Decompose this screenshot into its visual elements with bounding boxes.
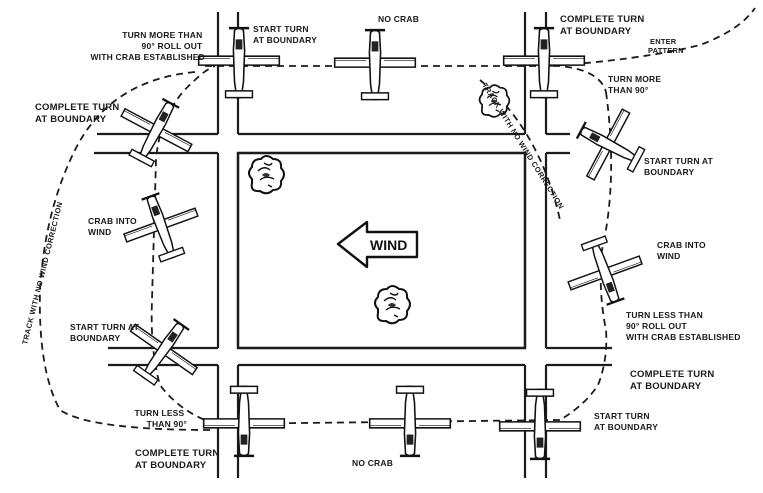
airplane-icon (556, 226, 653, 316)
tree-center-icon (374, 285, 411, 325)
label-enter-pattern: ENTER PATTERN (648, 37, 684, 55)
airplane-icon (502, 26, 586, 99)
label-left-start-turn: START TURN AT BOUNDARY (70, 322, 142, 343)
label-track-left: TRACK WITH NO WIND CORRECTION (20, 201, 64, 346)
label-bottom-complete-turn: COMPLETE TURN AT BOUNDARY (135, 448, 222, 471)
label-bl-turn-less: TURN LESS THAN 90° (134, 408, 187, 429)
tree-top-left-icon (248, 155, 285, 195)
label-top-start-turn: START TURN AT BOUNDARY (253, 24, 317, 45)
label-bottom-no-crab: NO CRAB (352, 458, 393, 468)
label-top-no-crab: NO CRAB (378, 14, 419, 24)
airplane-icon (368, 385, 452, 458)
airplane-icon (202, 385, 286, 458)
wind-label: WIND (370, 237, 407, 253)
label-right-crab: CRAB INTO WIND (657, 240, 708, 261)
label-tr-turn-more: TURN MORE THAN 90° (608, 74, 664, 95)
airplane-icon (333, 28, 417, 101)
label-left-crab: CRAB INTO WIND (88, 216, 139, 237)
label-left-complete-turn: COMPLETE TURN AT BOUNDARY (35, 102, 122, 125)
airplane-icon (113, 182, 210, 272)
label-br-start-turn: START TURN AT BOUNDARY (594, 411, 658, 432)
label-track-right: TRACK WITH NO WIND CORRECTION (480, 81, 566, 210)
label-tl-roll-out: TURN MORE THAN 90° ROLL OUT WITH CRAB ES… (90, 30, 205, 62)
airplane-icon (498, 388, 582, 461)
airplane-icon (111, 301, 214, 401)
label-right-turn-less: TURN LESS THAN 90° ROLL OUT WITH CRAB ES… (626, 310, 741, 342)
label-right-complete-turn: COMPLETE TURN AT BOUNDARY (630, 369, 717, 392)
label-tr-complete-turn: COMPLETE TURN AT BOUNDARY (560, 14, 647, 37)
wind-arrow-icon: WIND (336, 220, 419, 269)
label-right-start-turn: START TURN AT BOUNDARY (644, 156, 716, 177)
